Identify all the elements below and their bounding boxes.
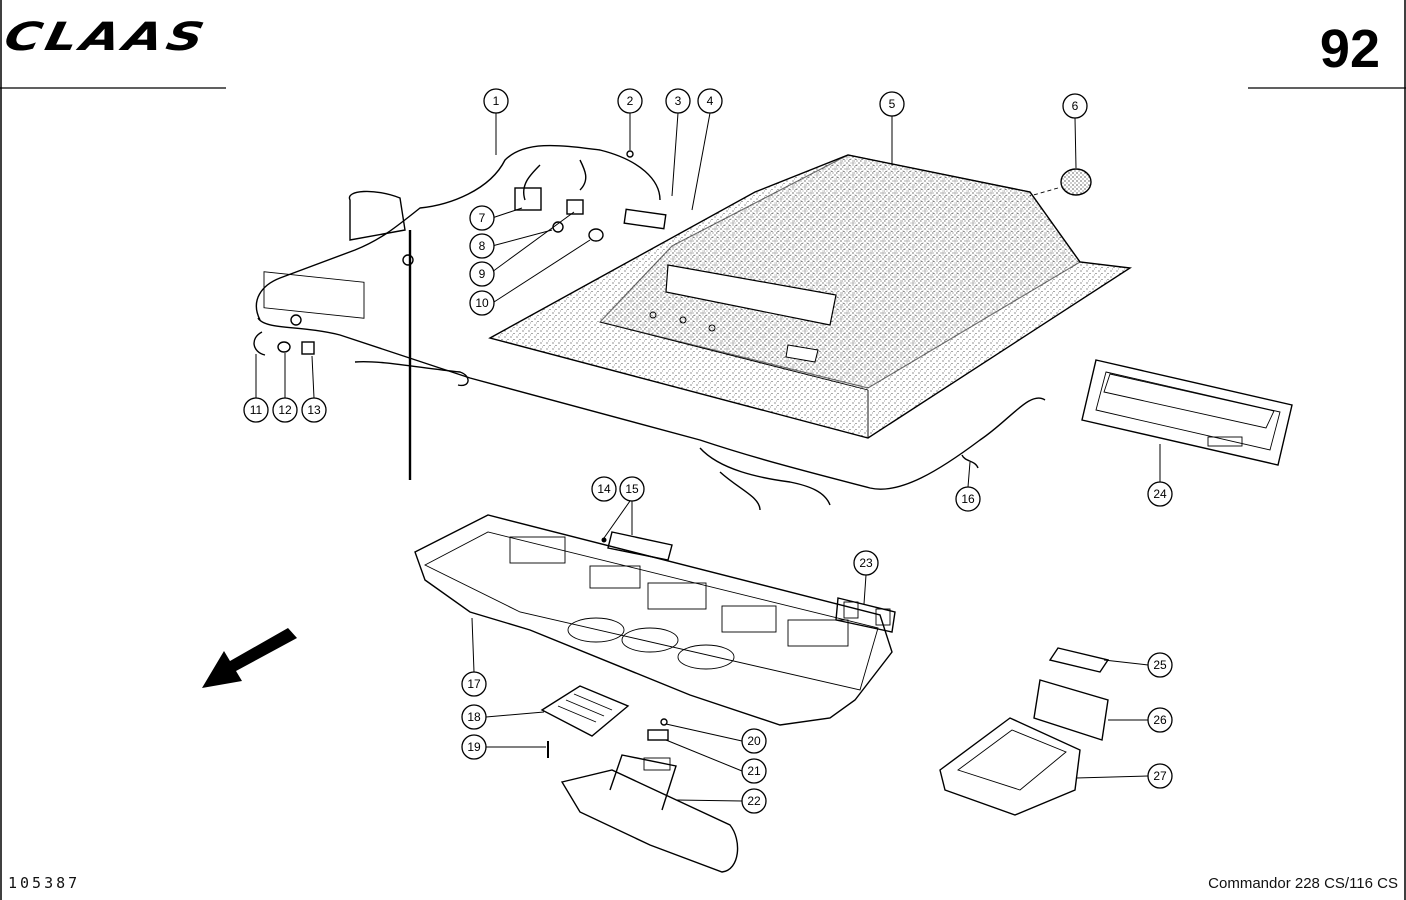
svg-text:5: 5 xyxy=(889,97,896,111)
console-tray xyxy=(414,514,893,726)
callout-4: 4 xyxy=(697,88,723,114)
svg-text:22: 22 xyxy=(747,794,761,808)
callout-17: 17 xyxy=(461,671,487,697)
callout-27: 27 xyxy=(1147,763,1173,789)
arrow-down-left-icon xyxy=(202,628,297,688)
svg-text:6: 6 xyxy=(1072,99,1079,113)
callout-5: 5 xyxy=(879,91,905,117)
callout-21: 21 xyxy=(741,758,767,784)
speaker-grille xyxy=(540,685,630,758)
storage-box xyxy=(939,647,1110,816)
callout-3: 3 xyxy=(665,88,691,114)
svg-text:13: 13 xyxy=(307,403,321,417)
svg-text:3: 3 xyxy=(675,94,682,108)
svg-text:20: 20 xyxy=(747,734,761,748)
callout-16: 16 xyxy=(955,486,981,512)
callout-25: 25 xyxy=(1147,652,1173,678)
callout-12: 12 xyxy=(272,397,298,423)
callout-18: 18 xyxy=(461,704,487,730)
callout-9: 9 xyxy=(469,261,495,287)
svg-text:25: 25 xyxy=(1153,658,1167,672)
cable-harness xyxy=(255,144,1046,511)
svg-text:23: 23 xyxy=(859,556,873,570)
svg-text:2: 2 xyxy=(627,94,634,108)
svg-text:17: 17 xyxy=(467,677,481,691)
callout-24: 24 xyxy=(1147,481,1173,507)
svg-text:12: 12 xyxy=(278,403,292,417)
svg-text:11: 11 xyxy=(250,403,263,417)
callout-13: 13 xyxy=(301,397,327,423)
svg-text:26: 26 xyxy=(1153,713,1167,727)
svg-text:16: 16 xyxy=(961,492,975,506)
clips xyxy=(253,331,979,469)
callout-11: 11 xyxy=(243,397,269,423)
callout-22: 22 xyxy=(741,788,767,814)
svg-text:4: 4 xyxy=(707,94,714,108)
svg-text:14: 14 xyxy=(597,482,611,496)
vent-grille xyxy=(1029,168,1092,197)
switch-parts xyxy=(514,150,667,242)
callout-10: 10 xyxy=(469,290,495,316)
switch-module xyxy=(601,531,673,561)
callout-26: 26 xyxy=(1147,707,1173,733)
sun-visor xyxy=(560,718,739,873)
svg-text:19: 19 xyxy=(467,740,481,754)
callout-15: 15 xyxy=(619,476,645,502)
bracket xyxy=(835,597,896,633)
svg-text:24: 24 xyxy=(1153,487,1167,501)
callout-7: 7 xyxy=(469,205,495,231)
svg-text:9: 9 xyxy=(479,267,486,281)
svg-text:8: 8 xyxy=(479,239,486,253)
svg-text:18: 18 xyxy=(467,710,481,724)
svg-text:27: 27 xyxy=(1153,769,1167,783)
svg-text:1: 1 xyxy=(493,94,500,108)
callout-2: 2 xyxy=(617,88,643,114)
callout-20: 20 xyxy=(741,728,767,754)
svg-text:10: 10 xyxy=(475,296,489,310)
callout-8: 8 xyxy=(469,233,495,259)
headliner-panel xyxy=(488,154,1133,439)
document-number: 105387 xyxy=(8,874,81,892)
page-number: 92 xyxy=(1319,19,1380,79)
svg-text:15: 15 xyxy=(625,482,639,496)
model-name: Commandor 228 CS/116 CS xyxy=(1208,875,1398,892)
callout-14: 14 xyxy=(591,476,617,502)
callout-1: 1 xyxy=(483,88,509,114)
svg-text:7: 7 xyxy=(479,211,486,225)
leader-lines xyxy=(255,112,1161,802)
svg-text:21: 21 xyxy=(747,764,761,778)
callout-6: 6 xyxy=(1062,93,1088,119)
trim-frame xyxy=(1081,359,1293,466)
callout-19: 19 xyxy=(461,734,487,760)
callout-23: 23 xyxy=(853,550,879,576)
